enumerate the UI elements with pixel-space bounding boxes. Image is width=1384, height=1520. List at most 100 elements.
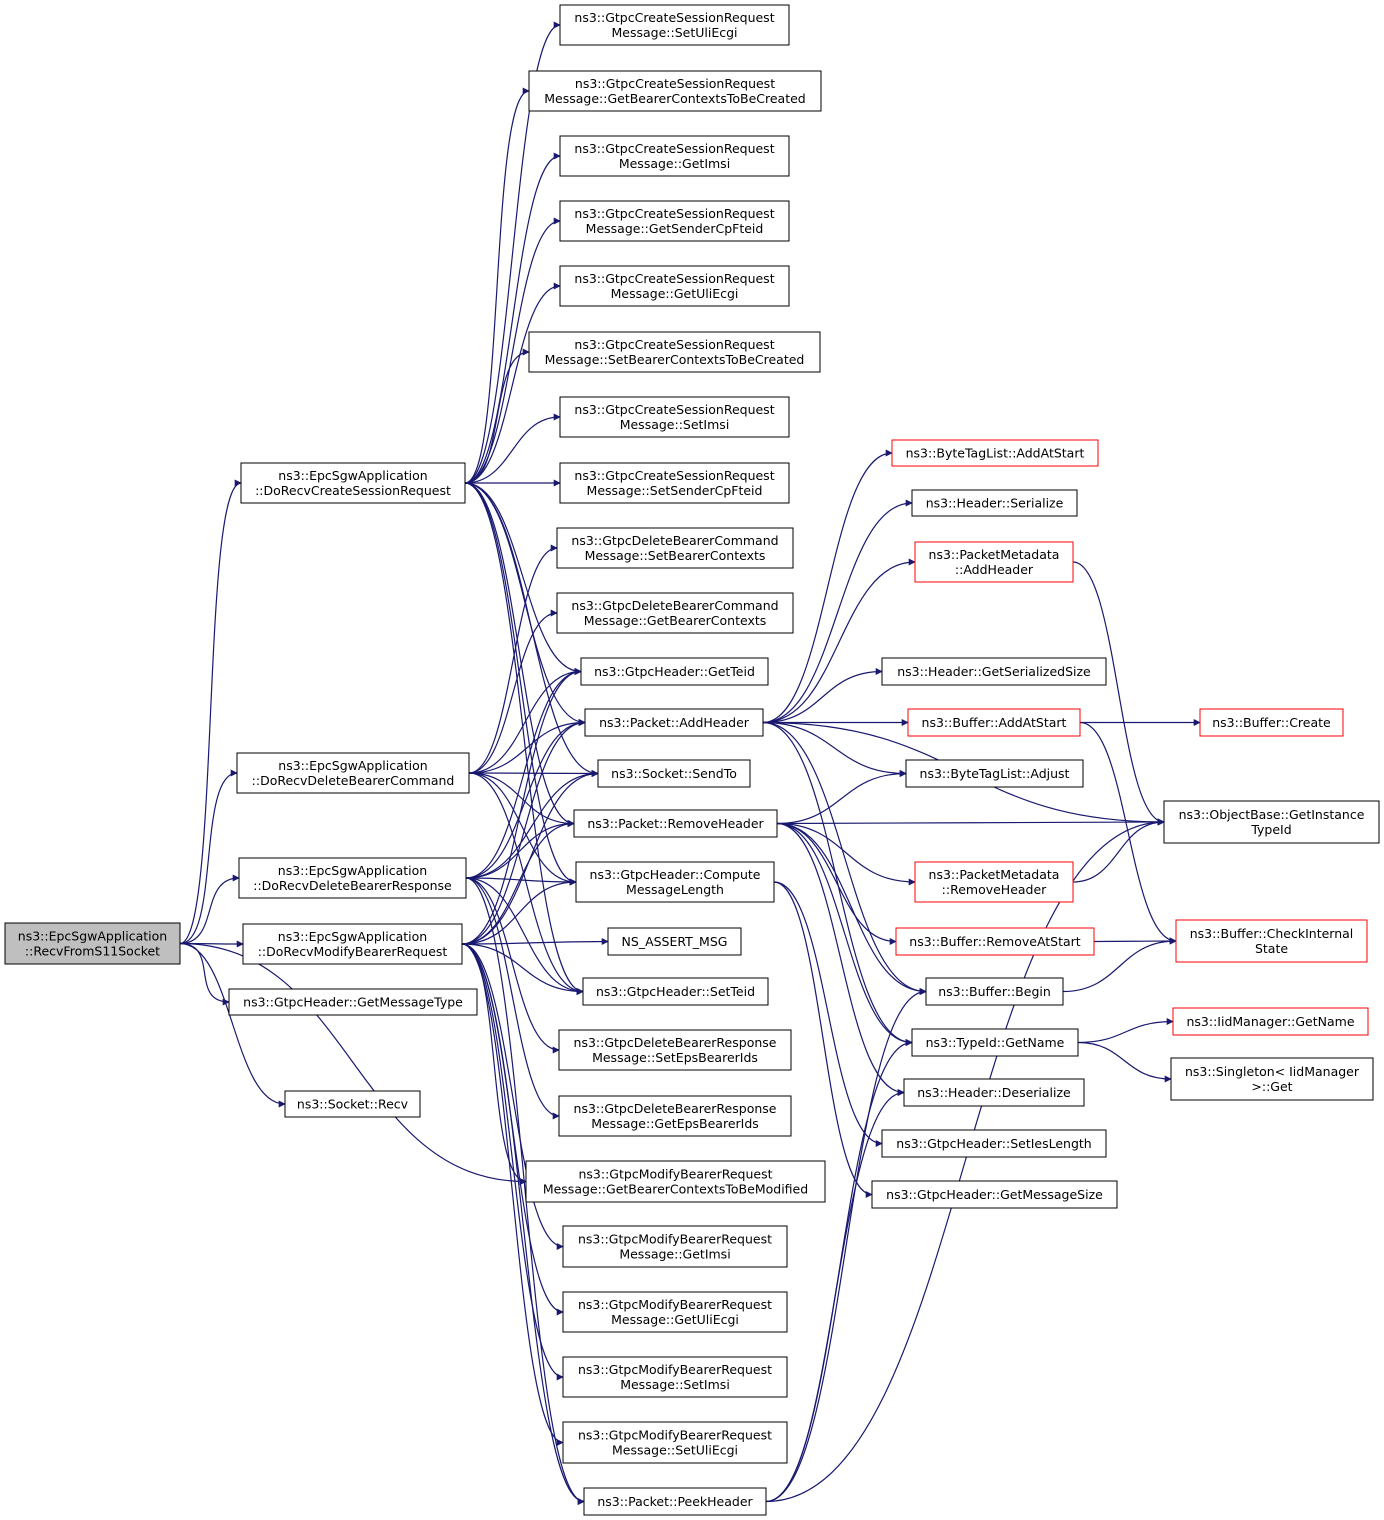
node-ns3-gtpcmodifybearerrequest-message-getbearercontextstobemodified[interactable]: ns3::GtpcModifyBearerRequestMessage::Get… [525, 1160, 826, 1203]
node-ns3-header-deserialize[interactable]: ns3::Header::Deserialize [903, 1078, 1085, 1107]
node-ns3-gtpcheader-getteid[interactable]: ns3::GtpcHeader::GetTeid [580, 657, 769, 686]
node-label-line: ::RecvFromS11Socket [25, 944, 160, 959]
node-ns3-epcsgwapplication-dorecvmodifybearerrequest[interactable]: ns3::EpcSgwApplication::DoRecvModifyBear… [242, 923, 463, 965]
node-ns3-gtpcheader-setteid[interactable]: ns3::GtpcHeader::SetTeid [582, 977, 769, 1006]
call-edge-create-to-c_setbearers [464, 348, 530, 484]
node-label-line: Message::SetBearerContexts [585, 548, 766, 563]
call-edge-removeheader-to-typeid_getname [776, 822, 913, 1046]
node-ns3-header-serialize[interactable]: ns3::Header::Serialize [911, 489, 1078, 517]
call-edge-peekheader-to-ob_getinstance [765, 818, 1165, 1503]
call-edge-buf_begin-to-buf_checkinternal [1062, 937, 1177, 993]
node-ns3-epcsgwapplication-dorecvdeletebearerresponse[interactable]: ns3::EpcSgwApplication::DoRecvDeleteBear… [238, 857, 467, 899]
node-ns3-gtpccreatesessionrequest-message-getbearercontextstobecreated[interactable]: ns3::GtpcCreateSessionRequestMessage::Ge… [528, 70, 822, 112]
function-nodes: ns3::EpcSgwApplication::RecvFromS11Socke… [4, 4, 1380, 1516]
node-ns3-epcsgwapplication-recvfroms11socket[interactable]: ns3::EpcSgwApplication::RecvFromS11Socke… [4, 922, 181, 965]
call-edge-delcmd-to-getteid [468, 668, 582, 774]
node-label-line: ns3::Socket::Recv [297, 1097, 409, 1112]
node-ns3-gtpccreatesessionrequest-message-getimsi[interactable]: ns3::GtpcCreateSessionRequestMessage::Ge… [559, 135, 790, 177]
node-ns3-gtpcmodifybearerrequest-message-setuliecgi[interactable]: ns3::GtpcModifyBearerRequestMessage::Set… [562, 1421, 788, 1464]
node-ns3-gtpcheader-getmessagetype[interactable]: ns3::GtpcHeader::GetMessageType [228, 988, 478, 1016]
call-edge-pm_addheader-to-ob_getinstance [1072, 561, 1165, 826]
call-edge-create-to-c_setimsi [464, 413, 561, 484]
call-edge-modify-to-setteid [461, 943, 584, 995]
node-ns3-bytetaglist-adjust[interactable]: ns3::ByteTagList::Adjust [905, 759, 1084, 788]
node-ns3-iidmanager-getname[interactable]: ns3::IidManager::GetName [1172, 1007, 1369, 1036]
node-ns3-gtpcmodifybearerrequest-message-getimsi[interactable]: ns3::GtpcModifyBearerRequestMessage::Get… [562, 1225, 788, 1268]
node-ns3-gtpccreatesessionrequest-message-getuliecgi[interactable]: ns3::GtpcCreateSessionRequestMessage::Ge… [559, 265, 790, 307]
node-label-line: ::RemoveHeader [942, 882, 1048, 897]
node-ns3-gtpccreatesessionrequest-message-setimsi[interactable]: ns3::GtpcCreateSessionRequestMessage::Se… [559, 396, 790, 438]
call-edge-addheader-to-typeid_getname [762, 721, 913, 1046]
node-label-line: ns3::ByteTagList::Adjust [920, 766, 1070, 781]
node-ns3-gtpcdeletebearerresponse-message-setepsbearerids[interactable]: ns3::GtpcDeleteBearerResponseMessage::Se… [558, 1029, 792, 1071]
node-ns3-buffer-addatstart[interactable]: ns3::Buffer::AddAtStart [907, 708, 1081, 737]
node-label-line: ::DoRecvCreateSessionRequest [255, 483, 451, 498]
node-ns3-packetmetadata-addheader[interactable]: ns3::PacketMetadata::AddHeader [914, 541, 1074, 583]
node-label-line: Message::SetUliEcgi [611, 25, 737, 40]
node-ns3-gtpcdeletebearerresponse-message-getepsbearerids[interactable]: ns3::GtpcDeleteBearerResponseMessage::Ge… [558, 1095, 792, 1137]
node-label-line: ns3::GtpcHeader::GetMessageType [243, 995, 463, 1010]
node-ns3-gtpccreatesessionrequest-message-setsendercpfteid[interactable]: ns3::GtpcCreateSessionRequestMessage::Se… [559, 462, 790, 504]
node-ns3-packet-removeheader[interactable]: ns3::Packet::RemoveHeader [573, 809, 778, 838]
node-ns3-packet-peekheader[interactable]: ns3::Packet::PeekHeader [583, 1487, 767, 1516]
node-box [911, 1028, 1079, 1057]
node-ns3-socket-sendto[interactable]: ns3::Socket::SendTo [597, 759, 751, 788]
node-ns3-packetmetadata-removeheader[interactable]: ns3::PacketMetadata::RemoveHeader [914, 861, 1074, 903]
node-ns3-epcsgwapplication-dorecvcreatesessionrequest[interactable]: ns3::EpcSgwApplication::DoRecvCreateSess… [240, 462, 466, 504]
node-ns-assert-msg[interactable]: NS_ASSERT_MSG [607, 927, 742, 956]
call-edge-computelen-to-gh_setieslen [773, 881, 883, 1147]
node-ns3-buffer-removeatstart[interactable]: ns3::Buffer::RemoveAtStart [895, 927, 1095, 956]
call-edge-addheader-to-buf_begin [762, 721, 927, 995]
node-ns3-singleton-iidmanager-get[interactable]: ns3::Singleton< IidManager>::Get [1170, 1057, 1374, 1101]
call-edge-typeid_getname-to-singleton_get [1077, 1041, 1172, 1083]
node-box [573, 809, 778, 838]
node-ns3-gtpccreatesessionrequest-message-setbearercontextstobecreated[interactable]: ns3::GtpcCreateSessionRequestMessage::Se… [528, 331, 821, 373]
call-edge-create-to-c_setuliecgi [464, 21, 561, 484]
node-ns3-packet-addheader[interactable]: ns3::Packet::AddHeader [584, 708, 764, 737]
call-edge-delcmd-to-dc_setbearer [468, 544, 558, 774]
node-label-line: MessageLength [626, 882, 724, 897]
node-ns3-gtpccreatesessionrequest-message-setuliecgi[interactable]: ns3::GtpcCreateSessionRequestMessage::Se… [559, 4, 790, 46]
call-edge-modify-to-addheader [461, 719, 586, 945]
node-label-line: NS_ASSERT_MSG [622, 934, 728, 949]
call-edge-delcmd-to-dc_getbearer [468, 609, 558, 774]
call-edge-modify-to-getteid [461, 668, 582, 945]
node-ns3-gtpcheader-setieslength[interactable]: ns3::GtpcHeader::SetIesLength [881, 1129, 1107, 1158]
node-ns3-gtpcdeletebearercommand-message-setbearercontexts[interactable]: ns3::GtpcDeleteBearerCommandMessage::Set… [556, 527, 794, 569]
node-ns3-header-getserializedsize[interactable]: ns3::Header::GetSerializedSize [881, 657, 1107, 686]
call-edge-delresp-to-addheader [465, 719, 586, 879]
node-label-line: ns3::ObjectBase::GetInstance [1179, 807, 1365, 822]
call-edge-modify-to-m_getimsi [461, 943, 564, 1250]
node-ns3-gtpcheader-getmessagesize[interactable]: ns3::GtpcHeader::GetMessageSize [871, 1180, 1118, 1209]
node-label-line: Message::GetImsi [619, 156, 730, 171]
node-label-line: Message::SetUliEcgi [612, 1443, 738, 1458]
node-box [559, 135, 790, 177]
call-edge-delcmd-to-computelen [468, 772, 577, 886]
node-box [903, 1078, 1085, 1107]
node-box [284, 1090, 421, 1118]
node-box [580, 657, 769, 686]
node-label-line: ns3::Packet::PeekHeader [597, 1494, 753, 1509]
call-edge-create-to-c_getimsi [464, 152, 561, 484]
node-ns3-typeid-getname[interactable]: ns3::TypeId::GetName [911, 1028, 1079, 1057]
node-ns3-bytetaglist-addatstart[interactable]: ns3::ByteTagList::AddAtStart [891, 439, 1099, 467]
call-edge-peekheader-to-hdr_deserialize [765, 1089, 905, 1503]
node-ns3-buffer-create[interactable]: ns3::Buffer::Create [1199, 708, 1344, 737]
node-label-line: ns3::Buffer::Begin [938, 984, 1051, 999]
call-edge-removeheader-to-ob_getinstance [776, 818, 1165, 826]
node-ns3-gtpcmodifybearerrequest-message-setimsi[interactable]: ns3::GtpcModifyBearerRequestMessage::Set… [562, 1356, 788, 1398]
node-box [584, 708, 764, 737]
node-ns3-buffer-begin[interactable]: ns3::Buffer::Begin [925, 977, 1064, 1006]
node-ns3-gtpcmodifybearerrequest-message-getuliecgi[interactable]: ns3::GtpcModifyBearerRequestMessage::Get… [562, 1291, 788, 1333]
node-box [881, 657, 1107, 686]
node-box [562, 1225, 788, 1268]
node-ns3-gtpcdeletebearercommand-message-getbearercontexts[interactable]: ns3::GtpcDeleteBearerCommandMessage::Get… [556, 592, 794, 634]
node-ns3-gtpccreatesessionrequest-message-getsendercpfteid[interactable]: ns3::GtpcCreateSessionRequestMessage::Ge… [559, 200, 790, 242]
node-box [1175, 919, 1368, 963]
node-label-line: ns3::GtpcModifyBearerRequest [578, 1232, 772, 1247]
node-ns3-socket-recv[interactable]: ns3::Socket::Recv [284, 1090, 421, 1118]
node-ns3-epcsgwapplication-dorecvdeletebearercommand[interactable]: ns3::EpcSgwApplication::DoRecvDeleteBear… [236, 752, 470, 794]
